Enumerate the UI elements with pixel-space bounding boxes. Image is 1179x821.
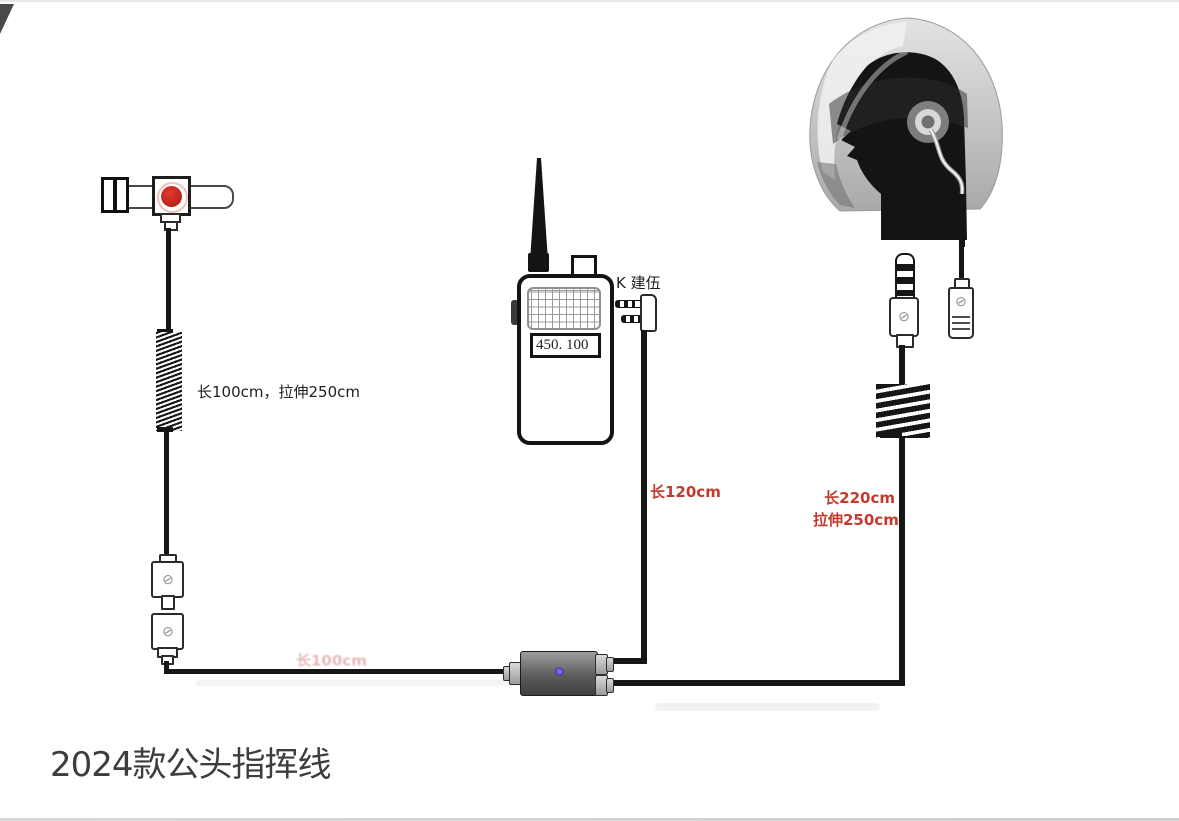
junction-led xyxy=(555,667,564,676)
radio-speaker-grille xyxy=(527,287,601,330)
inline-connector-bottom: ⊘ xyxy=(151,613,184,650)
kenwood-plug-pin-bottom xyxy=(621,315,641,323)
right-coil-length-label-1: 长220cm xyxy=(824,489,895,507)
erased-watermark-smudge-right xyxy=(655,703,880,711)
plug-to-coil-cable xyxy=(899,345,905,387)
right-coil-exit-jog xyxy=(880,432,902,438)
left-bottom-cable-drop xyxy=(164,661,169,673)
left-coil-length-label: 长100cm，拉伸250cm xyxy=(197,383,360,401)
right-coil-length-label-2: 拉伸250cm xyxy=(813,511,899,529)
junction-cable-to-helmet xyxy=(610,680,905,686)
radio-antenna xyxy=(530,158,548,255)
helmet-cable-stub xyxy=(959,194,965,247)
radio-cable xyxy=(641,330,647,664)
ptt-cable-lower xyxy=(164,430,169,556)
ptt-strain-relief-bottom xyxy=(164,221,178,231)
diagram-title: 2024款公头指挥线 xyxy=(50,745,332,785)
page-top-edge xyxy=(0,0,1179,2)
inline-connector-top: ⊘ xyxy=(151,561,184,598)
erased-watermark-smudge-left xyxy=(195,680,540,686)
helmet-connector: ⊘ xyxy=(948,287,974,339)
helmet-cable xyxy=(959,245,964,281)
junction-cable-to-radio xyxy=(610,658,646,664)
ptt-button xyxy=(161,186,182,207)
radio-display: 450. 100 xyxy=(530,333,601,358)
helmet-visor-glass xyxy=(829,77,968,144)
coiled-cable-left xyxy=(156,332,182,431)
helmet-chin-vent xyxy=(817,162,855,208)
kenwood-plug-pin-top xyxy=(615,300,641,308)
helmet-visor-clear xyxy=(817,22,907,180)
handlebar-clamp-right xyxy=(114,177,129,213)
right-vertical-cable xyxy=(899,436,905,686)
junction-port-right-top-cap xyxy=(606,657,614,672)
connector-logo-icon: ⊘ xyxy=(159,570,176,589)
ptt-cable-upper xyxy=(166,228,171,334)
connector-logo-icon: ⊘ xyxy=(896,307,912,327)
page-bottom-edge xyxy=(0,818,1179,821)
junction-port-right-bottom-cap xyxy=(606,678,614,693)
kenwood-plug-body xyxy=(640,294,657,332)
helmet-illustration xyxy=(809,17,1003,247)
left-bottom-cable-run xyxy=(164,669,508,674)
faded-length-label: 长100cm xyxy=(296,652,367,670)
audio-plug-tip xyxy=(895,253,915,301)
helmet-connector-ribs xyxy=(952,316,970,334)
kenwood-plug-label: K 建伍 xyxy=(616,274,661,292)
middle-cable-length-label: 长120cm xyxy=(650,483,721,501)
left-coil-entry-jog xyxy=(157,329,173,334)
left-coil-exit-jog xyxy=(157,427,173,432)
coiled-cable-right xyxy=(876,384,930,438)
earpiece-wire xyxy=(930,129,964,195)
radio-antenna-base xyxy=(528,253,549,272)
inline-connector-top-tip xyxy=(161,595,175,610)
connector-logo-icon: ⊘ xyxy=(953,292,969,312)
audio-plug-taper xyxy=(896,334,914,348)
helmet-earpiece-center xyxy=(921,115,935,129)
radio-side-knob xyxy=(511,300,519,325)
page-corner-fold xyxy=(0,4,14,34)
audio-plug-body: ⊘ xyxy=(889,297,919,337)
junction-box xyxy=(520,651,598,696)
visor-highlight xyxy=(836,49,909,141)
connector-logo-icon: ⊘ xyxy=(159,622,176,641)
